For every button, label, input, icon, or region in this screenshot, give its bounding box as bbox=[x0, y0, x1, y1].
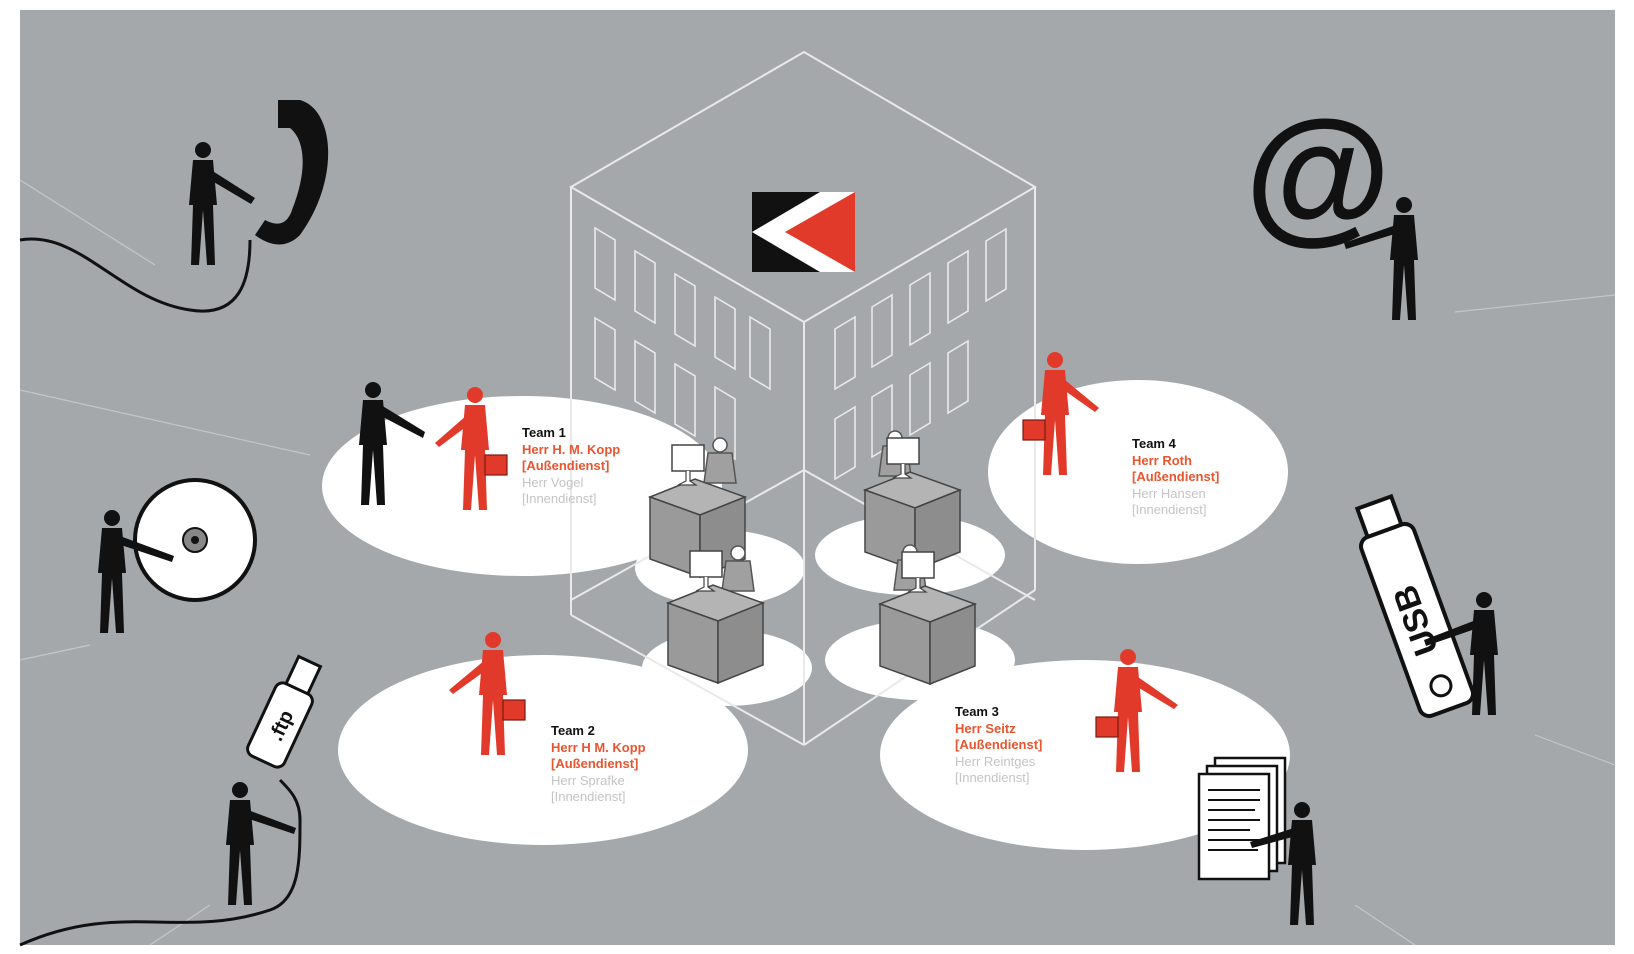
team-label-2: Team 2 Herr H M. Kopp [Außendienst] Herr… bbox=[551, 723, 646, 804]
document-channel bbox=[1197, 756, 1316, 925]
usb-channel: USB bbox=[1354, 493, 1498, 719]
team-label-4: Team 4 Herr Roth [Außendienst] Herr Hans… bbox=[1132, 436, 1219, 517]
inside-rep-role: [Innendienst] bbox=[1132, 502, 1206, 517]
phone-cable bbox=[19, 237, 252, 313]
headquarters-building bbox=[569, 50, 1037, 746]
team-title: Team 2 bbox=[551, 723, 595, 738]
field-rep-name: Herr Roth bbox=[1132, 453, 1192, 468]
team-label-3: Team 3 Herr Seitz [Außendienst] Herr Rei… bbox=[955, 704, 1042, 785]
inside-rep-role: [Innendienst] bbox=[551, 789, 625, 804]
field-rep-team-4 bbox=[1022, 352, 1099, 475]
field-rep-role: [Außendienst] bbox=[551, 756, 638, 771]
field-rep-name: Herr H. M. Kopp bbox=[522, 442, 620, 457]
ftp-plug-icon: .ftp bbox=[246, 654, 323, 769]
guide-lines bbox=[19, 179, 1616, 946]
company-logo-icon bbox=[752, 192, 855, 272]
inside-rep-name: Herr Vogel bbox=[522, 475, 584, 490]
document-stack-icon bbox=[1197, 756, 1287, 881]
team-label-1: Team 1 Herr H. M. Kopp [Außendienst] Her… bbox=[522, 425, 620, 506]
usb-stick-icon: USB bbox=[1354, 493, 1475, 719]
field-rep-role: [Außendienst] bbox=[955, 737, 1042, 752]
email-channel: @ bbox=[1245, 89, 1418, 320]
field-rep-role: [Außendienst] bbox=[1132, 469, 1219, 484]
team-zones bbox=[322, 380, 1290, 850]
cd-disc-icon bbox=[133, 478, 257, 602]
team-title: Team 3 bbox=[955, 704, 999, 719]
inside-rep-role: [Innendienst] bbox=[955, 770, 1029, 785]
zone-team-3 bbox=[880, 660, 1290, 850]
field-rep-role: [Außendienst] bbox=[522, 458, 609, 473]
customer-figure-handshake bbox=[359, 382, 425, 505]
ftp-channel: .ftp bbox=[19, 654, 323, 947]
phone-icon bbox=[255, 100, 329, 245]
inside-rep-name: Herr Sprafke bbox=[551, 773, 625, 788]
zone-team-1 bbox=[322, 396, 722, 576]
inside-rep-name: Herr Reintges bbox=[955, 754, 1036, 769]
team-title: Team 1 bbox=[522, 425, 566, 440]
at-sign-icon: @ bbox=[1245, 89, 1391, 257]
field-rep-team-3 bbox=[1095, 649, 1178, 772]
inside-rep-role: [Innendienst] bbox=[522, 491, 596, 506]
field-rep-team-2 bbox=[449, 632, 526, 755]
field-rep-team-1 bbox=[435, 387, 508, 510]
inside-rep-name: Herr Hansen bbox=[1132, 486, 1206, 501]
field-rep-name: Herr Seitz bbox=[955, 721, 1016, 736]
ftp-cable bbox=[19, 778, 302, 947]
team-title: Team 4 bbox=[1132, 436, 1177, 451]
phone-channel bbox=[19, 100, 329, 313]
field-rep-name: Herr H M. Kopp bbox=[551, 740, 646, 755]
cd-channel bbox=[98, 478, 257, 633]
zone-team-2 bbox=[338, 655, 748, 845]
